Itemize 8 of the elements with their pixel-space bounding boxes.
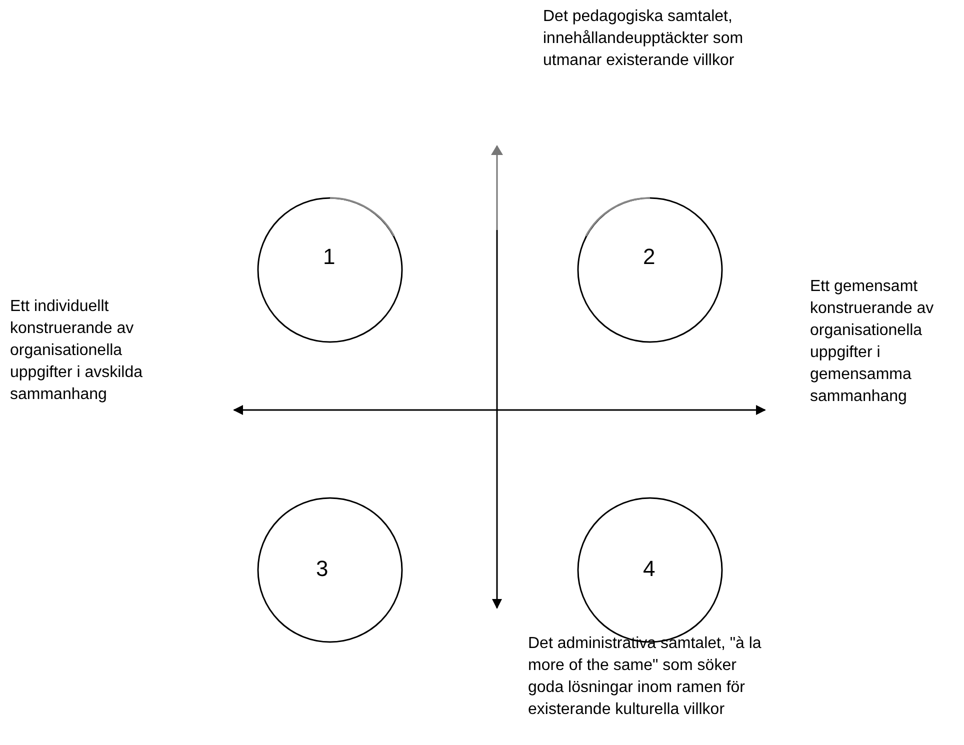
axis-label: Det pedagogiska samtalet, innehållandeupptäckter som utmanar existerande villkor bbox=[543, 7, 744, 71]
axis-label: Ett individuellt konstruerande av organisationella uppgifter i avskilda sammanhang bbox=[10, 297, 144, 405]
axis-label: Ett gemensamt konstruerande av organisationella uppgifter i gemensamma sammanhang bbox=[810, 277, 935, 407]
quadrant-number: 3 bbox=[316, 556, 328, 582]
axis-label: Det administrativa samtalet, "à la more of the same" som söker goda lösningar inom ramen för existerande kulturella villkor bbox=[528, 634, 762, 720]
quadrant-number: 4 bbox=[643, 556, 656, 582]
quadrant-number: 1 bbox=[323, 244, 336, 270]
quadrant-number: 2 bbox=[643, 244, 656, 270]
